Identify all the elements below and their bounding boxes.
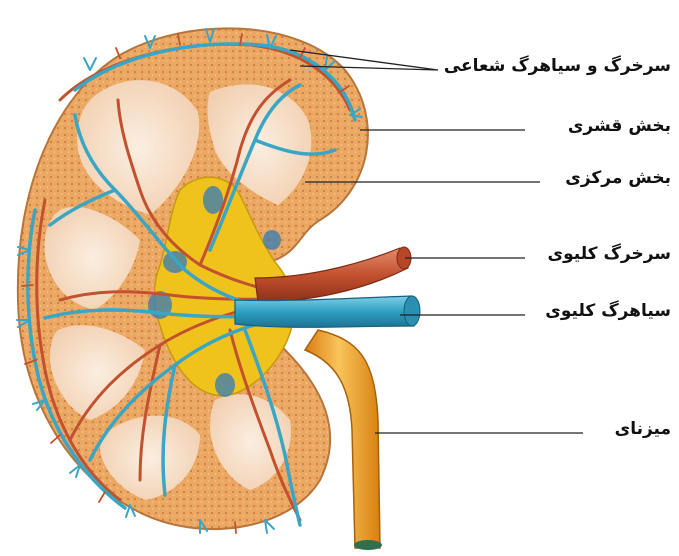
label-renal-vein: سیاهرگ کلیوی xyxy=(545,301,671,321)
label-radial-vessels: سرخرگ و سیاهرگ شعاعی xyxy=(444,56,671,76)
label-renal-artery: سرخرگ کلیوی xyxy=(548,244,671,264)
label-ureter: میزنای xyxy=(615,419,671,439)
renal-vein xyxy=(235,296,414,327)
label-cortex: بخش قشری xyxy=(568,116,671,136)
label-medulla: بخش مرکزی xyxy=(565,168,671,188)
